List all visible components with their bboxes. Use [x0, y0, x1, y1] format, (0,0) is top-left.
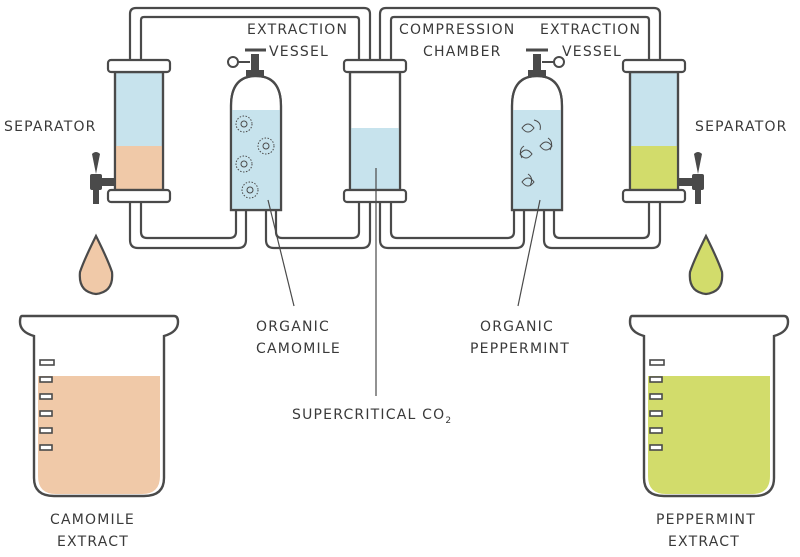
label-separator-right: SEPARATOR [695, 119, 788, 135]
label-supercritical: SUPERCRITICAL CO2 [292, 407, 452, 426]
label-extraction-left-line2: VESSEL [269, 44, 329, 60]
extraction-vessel-peppermint [510, 48, 565, 212]
label-camomile-extract-line2: EXTRACT [57, 534, 129, 550]
compression-chamber [342, 58, 408, 204]
label-peppermint-extract-line1: PEPPERMINT [656, 512, 756, 528]
leader-lines [267, 168, 541, 396]
label-extraction-left-line1: EXTRACTION [247, 22, 348, 38]
label-supercritical-subscript: 2 [445, 416, 452, 426]
label-camomile-extract-line1: CAMOMILE [50, 512, 135, 528]
label-extraction-right-line1: EXTRACTION [540, 22, 641, 38]
label-organic-camomile-line1: ORGANIC [256, 319, 330, 335]
label-separator-left: SEPARATOR [4, 119, 97, 135]
camomile-drop [78, 233, 114, 296]
pipe-network [128, 6, 662, 250]
separator-left [90, 58, 172, 204]
label-compression-line1: COMPRESSION [399, 22, 515, 38]
label-supercritical-main: SUPERCRITICAL CO [292, 407, 445, 423]
extraction-vessel-camomile [227, 48, 283, 212]
label-extraction-right-line2: VESSEL [562, 44, 622, 60]
peppermint-beaker [628, 314, 790, 498]
label-compression-line2: CHAMBER [423, 44, 502, 60]
label-peppermint-extract-line2: EXTRACT [668, 534, 740, 550]
separator-right [621, 58, 704, 204]
peppermint-drop [688, 233, 724, 296]
label-organic-camomile-line2: CAMOMILE [256, 341, 341, 357]
label-organic-peppermint-line1: ORGANIC [480, 319, 554, 335]
label-organic-peppermint-line2: PEPPERMINT [470, 341, 570, 357]
camomile-beaker [18, 314, 180, 498]
